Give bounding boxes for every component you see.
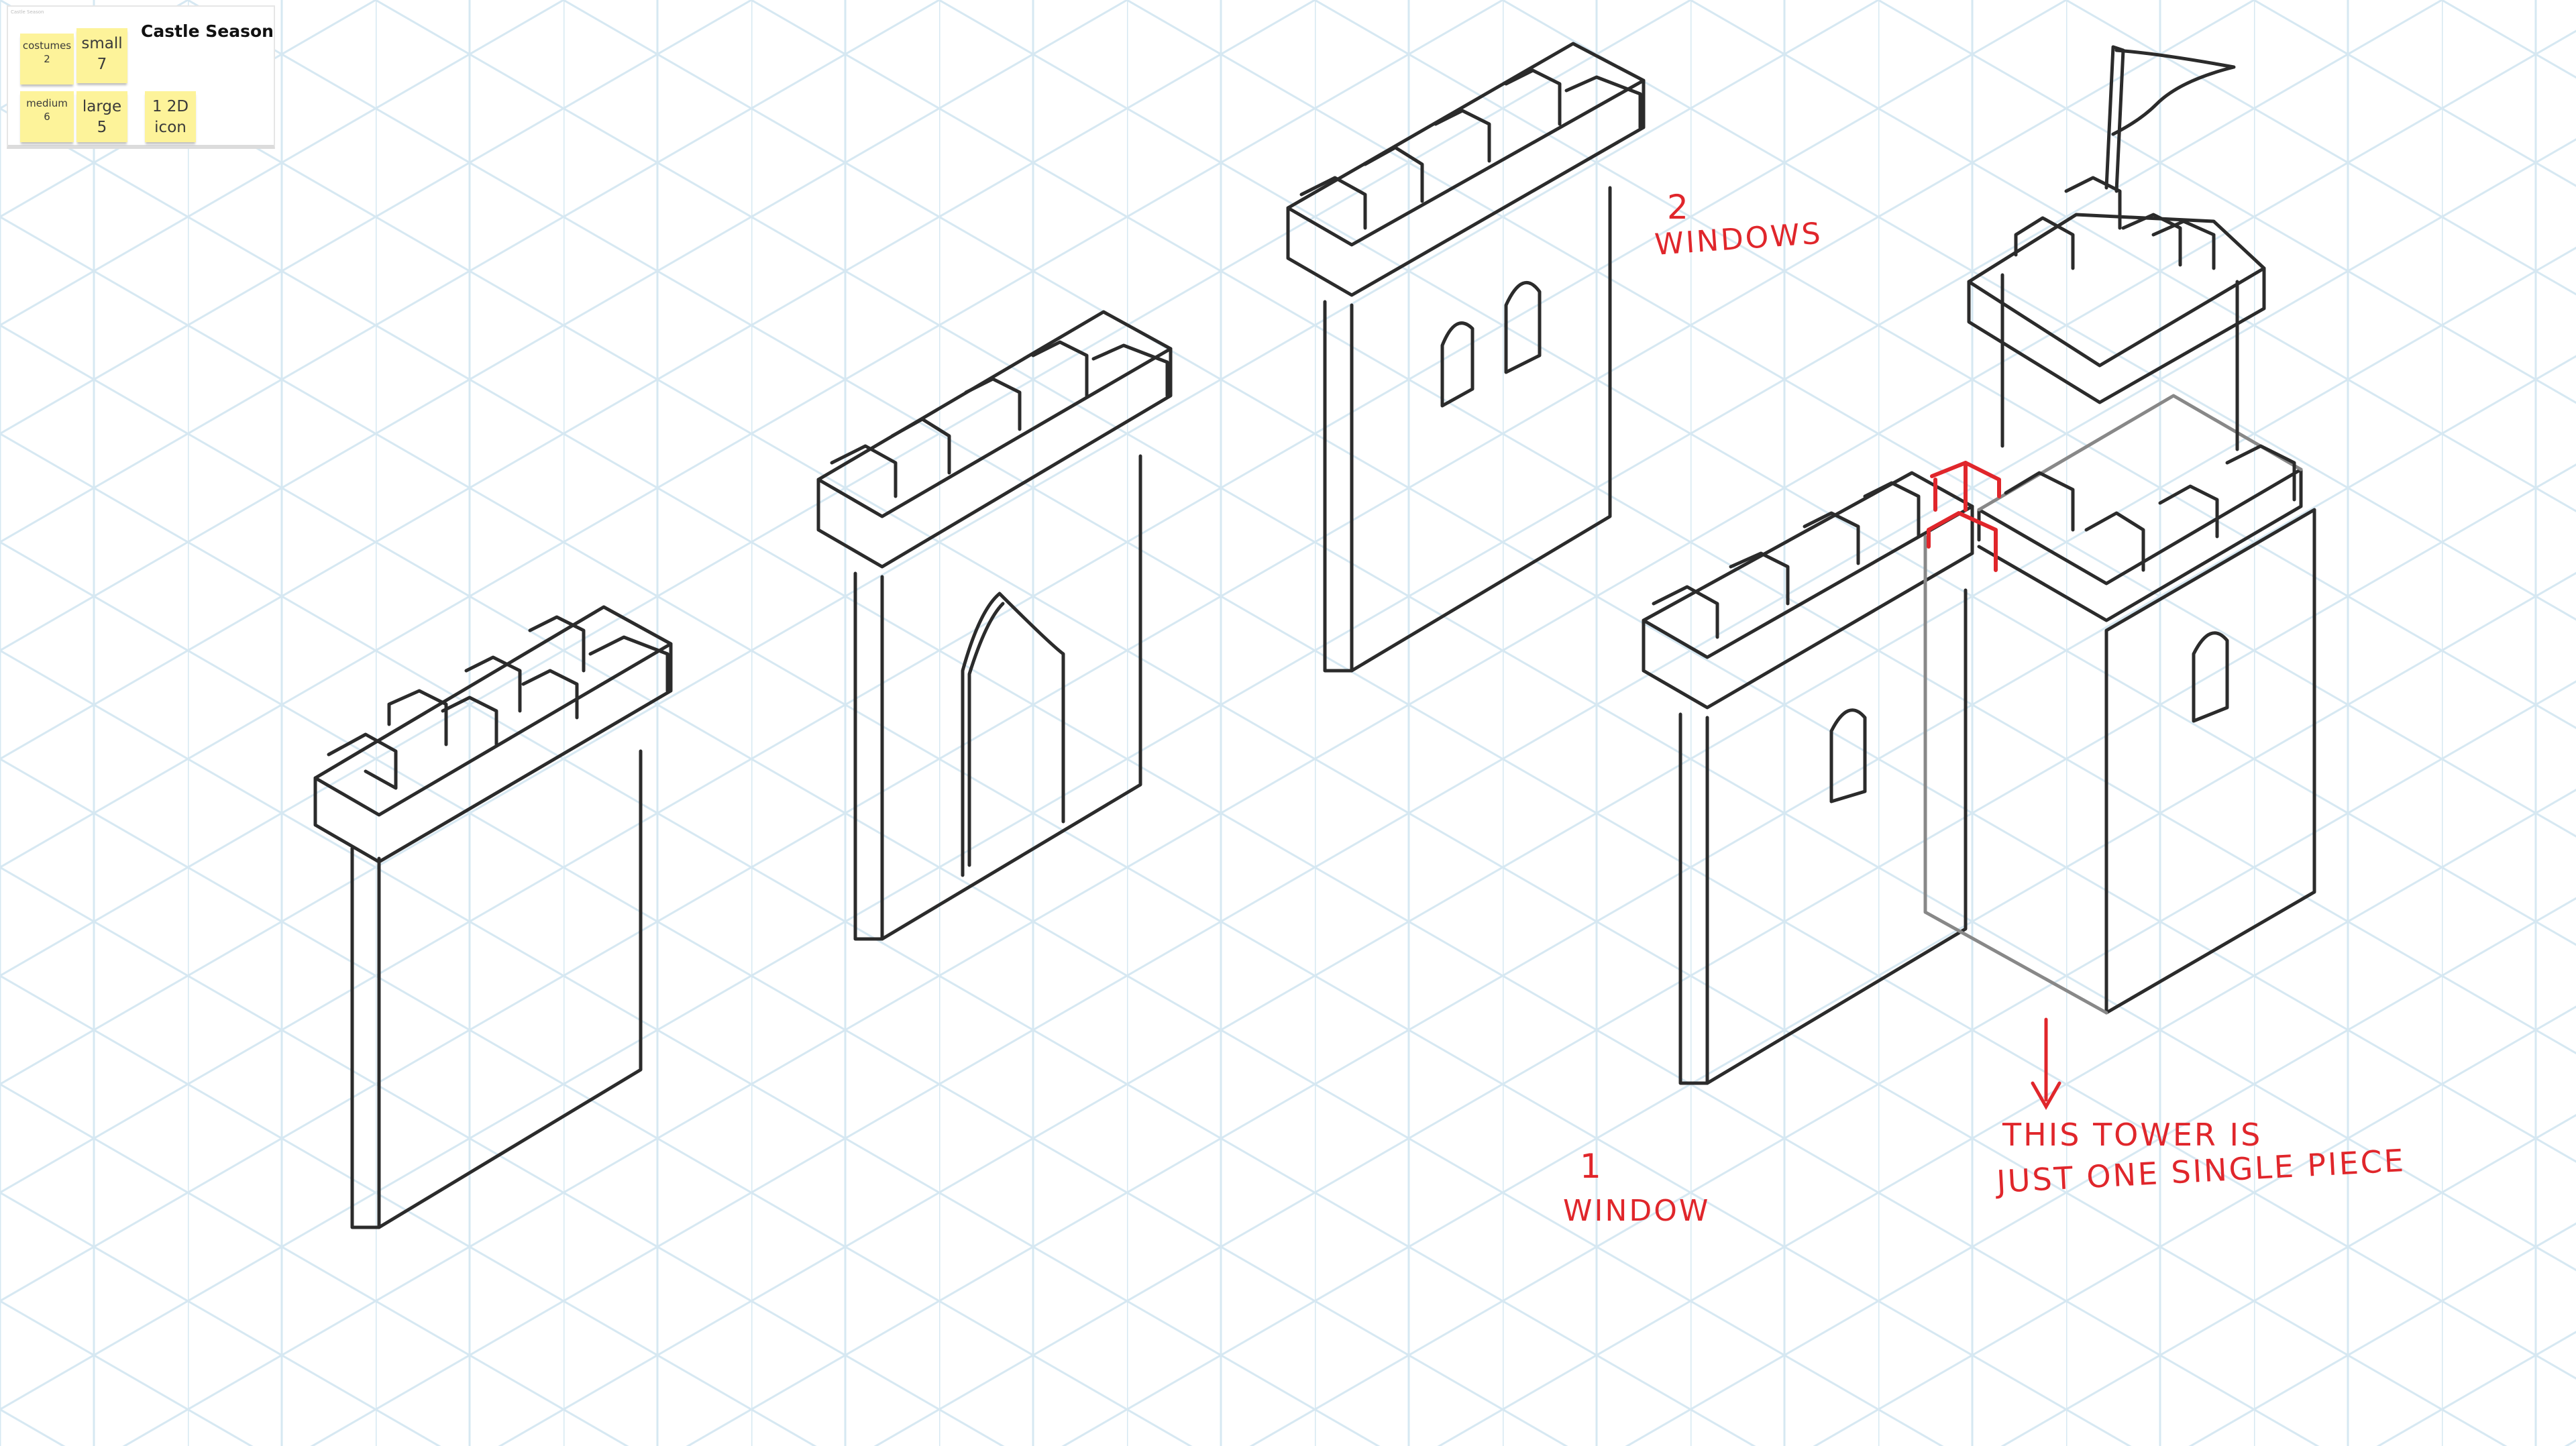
sticky-label: costumes — [22, 40, 72, 52]
annotation-one-window-number: 1 — [1580, 1147, 1603, 1186]
sticky-note-medium[interactable]: medium 6 — [20, 91, 74, 142]
sticky-label: medium — [26, 97, 68, 109]
annotation-one-window: WINDOW — [1563, 1194, 1711, 1228]
castle-wall-two-windows[interactable] — [1286, 42, 1646, 673]
annotation-tower-line-1: THIS TOWER IS — [2002, 1117, 2263, 1153]
sticky-label: large — [82, 98, 122, 115]
sticky-value: 7 — [97, 56, 107, 74]
board-title: Castle Season — [141, 21, 274, 41]
frame-header-label: Castle Season — [11, 9, 44, 15]
castle-wall-plain[interactable] — [313, 605, 673, 1229]
annotation-two-windows-number: 2 — [1667, 188, 1690, 227]
sticky-value: icon — [154, 119, 186, 137]
sticky-label: small — [81, 35, 123, 52]
sticky-note-costumes[interactable]: costumes 2 — [20, 34, 74, 85]
sticky-note-large[interactable]: large 5 — [76, 91, 127, 142]
sticky-value: 5 — [97, 119, 107, 137]
sticky-note-2d-icon[interactable]: 1 2D icon — [145, 91, 196, 142]
castle-wall-gate[interactable] — [816, 310, 1173, 941]
sticky-note-small[interactable]: small 7 — [76, 28, 127, 83]
castle-wall-with-tower[interactable] — [1642, 45, 2316, 1085]
board-frame-panel[interactable]: Castle Season costumes 2 small 7 medium … — [7, 5, 275, 149]
sticky-value: 6 — [44, 111, 50, 123]
sticky-label: 1 2D — [152, 98, 189, 115]
sticky-value: 2 — [44, 53, 50, 66]
tower-arrow — [2031, 1017, 2061, 1111]
